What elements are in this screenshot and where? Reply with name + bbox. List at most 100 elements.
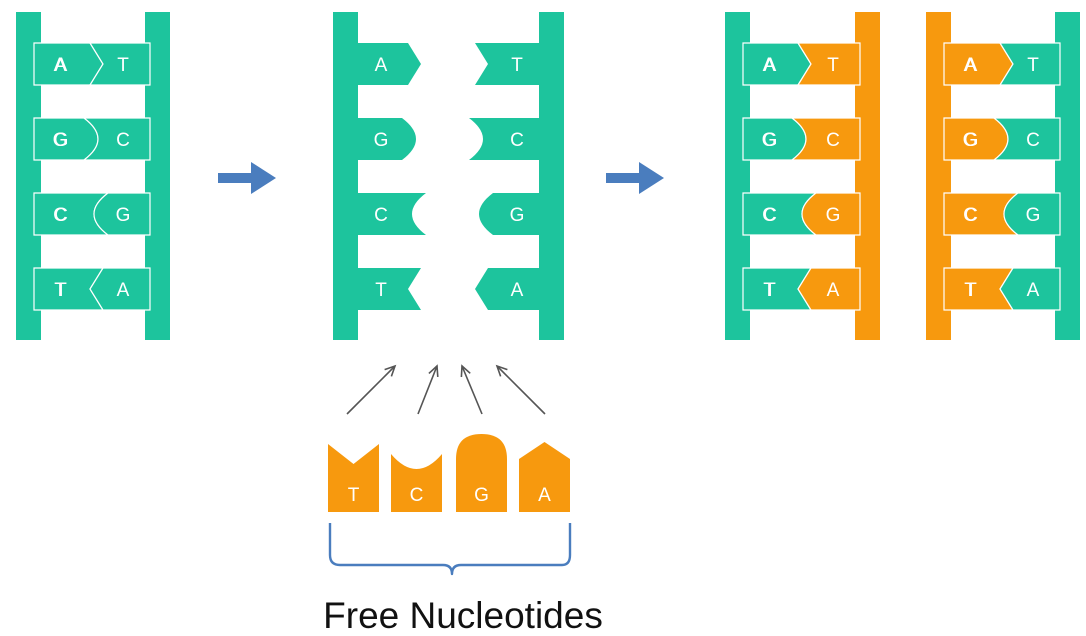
free-nucleotide-t	[328, 444, 379, 512]
base-letter-t: T	[965, 280, 977, 301]
base-letter-c: C	[763, 205, 777, 226]
pointer-arrow-icon	[346, 364, 397, 415]
base-a	[943, 42, 1014, 86]
base-letter-t: T	[764, 280, 776, 301]
pointer-arrow-icon	[495, 364, 546, 415]
base-letter-c: C	[510, 130, 524, 151]
curly-brace	[328, 523, 572, 576]
base-a	[33, 42, 104, 86]
pointer-head	[460, 364, 471, 378]
base-letter-a: A	[965, 55, 978, 76]
free-nucleotides-caption: Free Nucleotides	[323, 595, 603, 636]
base-letter-t: T	[511, 55, 523, 76]
base-letter-g: G	[762, 130, 777, 151]
base-letter-a: A	[1027, 280, 1040, 301]
pointer-arrow-icon	[417, 364, 439, 415]
base-letter-t: T	[54, 280, 66, 301]
base-g	[1003, 192, 1061, 236]
original-dna-ladder: A T G C C G T A	[16, 12, 170, 340]
base-g	[93, 192, 151, 236]
base-letter-c: C	[54, 205, 68, 226]
base-t	[796, 42, 861, 86]
free-nucleotide-c	[391, 454, 442, 512]
base-letter-c: C	[1026, 130, 1040, 151]
base-c	[469, 118, 544, 160]
base-a	[742, 42, 812, 86]
daughter-dna-ladder-2: A T G C C G T A	[926, 12, 1080, 340]
base-letter-g: G	[53, 130, 68, 151]
base-t	[88, 42, 151, 86]
arrow-shaft	[606, 173, 641, 183]
base-g	[351, 118, 416, 160]
base-letter-g: G	[826, 205, 841, 226]
base-letter-t: T	[55, 280, 67, 301]
base-letter-t: T	[763, 280, 775, 301]
base-letter-a: A	[764, 55, 777, 76]
right-arrow-icon	[218, 162, 276, 194]
pointer-arrow-icon	[460, 364, 483, 415]
base-a	[351, 43, 421, 85]
pointer-head	[428, 364, 439, 378]
base-letter-c: C	[963, 205, 977, 226]
base-a	[797, 267, 861, 311]
base-letter-g: G	[763, 130, 778, 151]
base-letter-t: T	[1027, 55, 1039, 76]
base-a	[999, 267, 1061, 311]
base-letter-g: G	[54, 130, 69, 151]
base-letter-g: G	[510, 205, 525, 226]
right-arrow-icon	[606, 162, 664, 194]
base-letter-a: A	[54, 55, 67, 76]
base-letter-g: G	[1026, 205, 1041, 226]
pointer-line	[461, 365, 483, 415]
arrow-head	[251, 162, 276, 194]
pointer-head	[384, 364, 397, 377]
free-nucleotide-g	[456, 434, 507, 512]
free-nucleotide-a	[519, 442, 570, 512]
free-nucleotide-letter-t: T	[348, 485, 360, 506]
base-a	[89, 267, 151, 311]
pointer-line	[346, 365, 396, 415]
base-letter-c: C	[762, 205, 776, 226]
base-letter-t: T	[827, 55, 839, 76]
base-letter-a: A	[763, 55, 776, 76]
free-nucleotide-letter-g: G	[474, 485, 489, 506]
base-c	[351, 193, 426, 235]
pointer-head	[495, 364, 508, 377]
daughter-dna-ladder-1: A T G C C G T A	[725, 12, 880, 340]
base-letter-g: G	[963, 130, 978, 151]
base-letter-c: C	[374, 205, 388, 226]
base-letter-g: G	[116, 205, 131, 226]
pointer-line	[496, 365, 546, 415]
base-c	[992, 117, 1061, 161]
base-g	[479, 193, 544, 235]
base-t	[351, 268, 421, 310]
base-g	[801, 192, 861, 236]
base-letter-t: T	[964, 280, 976, 301]
base-letter-c: C	[964, 205, 978, 226]
base-t	[475, 43, 544, 85]
base-letter-t: T	[375, 280, 387, 301]
base-letter-c: C	[826, 130, 840, 151]
base-letter-c: C	[53, 205, 67, 226]
free-nucleotide-letter-a: A	[538, 485, 551, 506]
base-letter-a: A	[117, 280, 130, 301]
base-c	[790, 117, 861, 161]
pointer-line	[417, 365, 438, 415]
base-letter-g: G	[964, 130, 979, 151]
base-a	[475, 268, 544, 310]
base-letter-a: A	[964, 55, 977, 76]
base-letter-g: G	[374, 130, 389, 151]
base-t	[998, 42, 1061, 86]
base-letter-a: A	[375, 55, 388, 76]
arrow-head	[639, 162, 664, 194]
base-c	[82, 117, 151, 161]
base-letter-c: C	[116, 130, 130, 151]
base-letter-a: A	[55, 55, 68, 76]
free-nucleotide-letter-c: C	[410, 485, 424, 506]
base-letter-a: A	[827, 280, 840, 301]
arrow-shaft	[218, 173, 253, 183]
base-letter-t: T	[117, 55, 129, 76]
